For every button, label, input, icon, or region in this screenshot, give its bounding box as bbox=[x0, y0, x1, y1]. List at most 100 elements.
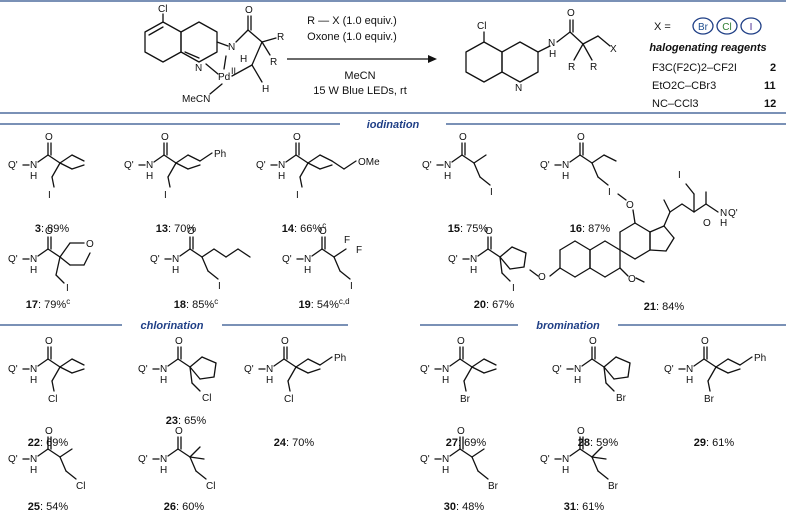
amide-h-label: H bbox=[562, 171, 569, 182]
cat-carbonyl-o: O bbox=[245, 5, 253, 16]
q-prime-label: Q' bbox=[256, 160, 266, 171]
reaction-arrow-group: R — X (1.0 equiv.) Oxone (1.0 equiv.) Me… bbox=[287, 15, 437, 97]
reagent-2-formula: F3C(F2C)2–CF2I bbox=[652, 62, 737, 74]
q-prime-label: Q' bbox=[138, 364, 148, 375]
halogen-i-label: I bbox=[512, 283, 515, 294]
carbonyl-o-label: O bbox=[457, 426, 465, 437]
carbonyl-o-label: O bbox=[577, 426, 585, 437]
reagent-12-formula: NC–CCl3 bbox=[652, 98, 698, 110]
amide-n-label: N bbox=[562, 160, 569, 171]
cat-pd: Pd bbox=[218, 72, 230, 83]
halogen-i-label: I bbox=[678, 170, 681, 181]
halogen-i-label: I bbox=[490, 187, 493, 198]
reagent-12-number: 12 bbox=[764, 98, 776, 110]
methoxy-label: OMe bbox=[358, 157, 380, 168]
compound-label-13: 13: 70% bbox=[156, 223, 197, 235]
q-prime-label: Q' bbox=[540, 160, 550, 171]
prod-o: O bbox=[567, 8, 575, 19]
compound-label-19: 19: 54%c,d bbox=[298, 297, 349, 311]
amide-h-label: H bbox=[30, 265, 37, 276]
compound-label-28: 28: 59% bbox=[578, 437, 619, 449]
phenyl-label: Ph bbox=[754, 353, 766, 364]
prod-nh: N bbox=[548, 38, 555, 49]
phenyl-label: Ph bbox=[334, 353, 346, 364]
amide-h-label: H bbox=[172, 265, 179, 276]
prod-r2: R bbox=[590, 62, 597, 73]
q-prime-label: Q' bbox=[150, 254, 160, 265]
carbonyl-o-label: O bbox=[45, 132, 53, 143]
q-prime-label: Q' bbox=[244, 364, 254, 375]
carbonyl-o-label: O bbox=[175, 336, 183, 347]
carbonyl-o-label: O bbox=[281, 336, 289, 347]
cat-cl-label: Cl bbox=[158, 4, 167, 15]
x-definition: X = bbox=[654, 21, 671, 33]
amide-n-label: N bbox=[30, 364, 37, 375]
amide-n-label: N bbox=[470, 254, 477, 265]
cat-r1: R bbox=[277, 32, 284, 43]
amide-n-label: N bbox=[172, 254, 179, 265]
compound-label-18: 18: 85%c bbox=[174, 297, 218, 311]
q-prime-label: Q' bbox=[422, 160, 432, 171]
steroid-carbonyl-o-label: O bbox=[703, 218, 711, 229]
compound-label-14: 14: 66%c bbox=[282, 221, 326, 235]
amide-n-label: N bbox=[30, 160, 37, 171]
amide-h-label: H bbox=[442, 465, 449, 476]
compound-label-29: 29: 61% bbox=[694, 437, 735, 449]
compound-label-23: 23: 65% bbox=[166, 415, 207, 427]
amide-h-label: H bbox=[470, 265, 477, 276]
reagent-11-formula: EtO2C–CBr3 bbox=[652, 80, 716, 92]
carbonyl-o-label: O bbox=[175, 426, 183, 437]
compound-label-20: 20: 67% bbox=[474, 299, 515, 311]
amide-h-label: H bbox=[574, 375, 581, 386]
carbonyl-o-label: O bbox=[187, 226, 195, 237]
compound-label-30: 30: 48% bbox=[444, 501, 485, 513]
halogen-i-label: I bbox=[164, 190, 167, 201]
carbonyl-o-label: O bbox=[457, 336, 465, 347]
amide-h-label: H bbox=[562, 465, 569, 476]
amide-h-label: H bbox=[30, 171, 37, 182]
amide-n-label: N bbox=[562, 454, 569, 465]
halogen-i-label: I bbox=[48, 190, 51, 201]
steroid-amide-n-label: N bbox=[720, 208, 727, 219]
amide-n-label: N bbox=[146, 160, 153, 171]
halogen-i-label: I bbox=[296, 190, 299, 201]
carbonyl-o-label: O bbox=[701, 336, 709, 347]
reagent-11-number: 11 bbox=[764, 80, 776, 92]
conditions-oxidant: Oxone (1.0 equiv.) bbox=[307, 31, 397, 43]
halogen-cl-label: Cl bbox=[202, 393, 211, 404]
steroid-amide-h-label: H bbox=[720, 218, 727, 229]
amide-n-label: N bbox=[266, 364, 273, 375]
cat-mecn: MeCN bbox=[182, 94, 210, 105]
halogen-cl-label: Cl bbox=[284, 394, 293, 405]
amide-n-label: N bbox=[30, 254, 37, 265]
pyran-o-label: O bbox=[86, 239, 94, 250]
halogen-legend: X = Br Cl I halogenating reagents F3C(F2… bbox=[649, 17, 776, 110]
steroid-o7-label: O bbox=[628, 274, 636, 285]
conditions-reagent: R — X (1.0 equiv.) bbox=[307, 15, 397, 27]
prod-x: X bbox=[610, 44, 617, 55]
phenyl-label: Ph bbox=[214, 149, 226, 160]
halogen-i-label: I bbox=[218, 281, 221, 292]
q-prime-label: Q' bbox=[8, 454, 18, 465]
carbonyl-o-label: O bbox=[45, 336, 53, 347]
carbonyl-o-label: O bbox=[293, 132, 301, 143]
compound-label-21: 21: 84% bbox=[644, 301, 685, 313]
reagent-2-number: 2 bbox=[770, 62, 776, 74]
compound-label-16: 16: 87% bbox=[570, 223, 611, 235]
compound-label-25: 25: 54% bbox=[28, 501, 69, 513]
halogen-br-label: Br bbox=[608, 481, 619, 492]
halogen-cl-label: Cl bbox=[76, 481, 85, 492]
q-prime-label: Q' bbox=[420, 364, 430, 375]
cat-h1: H bbox=[240, 54, 247, 65]
